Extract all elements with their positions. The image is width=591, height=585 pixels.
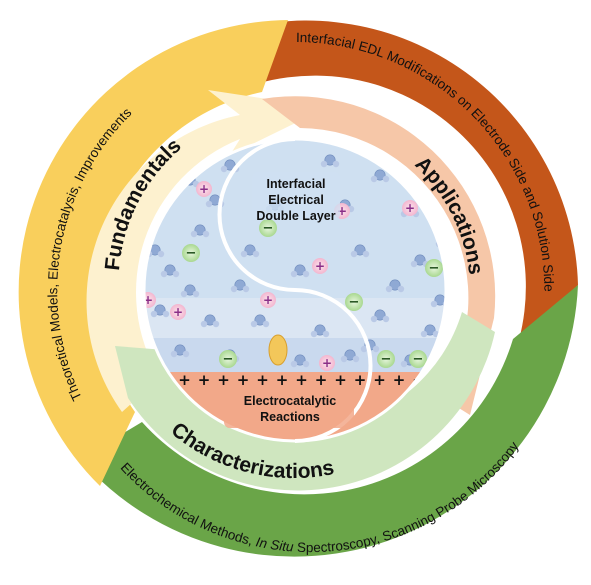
svg-text:−: − xyxy=(413,352,424,367)
water-molecule xyxy=(370,309,390,323)
cation: + xyxy=(402,200,418,216)
water-molecule xyxy=(170,344,190,358)
ion-layer: + + + + + + + + − − − − − − − xyxy=(143,181,443,371)
svg-text:+: + xyxy=(173,305,183,319)
water-molecule xyxy=(180,284,200,298)
svg-text:+: + xyxy=(263,293,273,307)
anion: − xyxy=(259,219,277,237)
svg-text:+: + xyxy=(143,293,153,307)
svg-text:+: + xyxy=(315,259,325,273)
svg-text:+: + xyxy=(322,356,332,370)
svg-text:−: − xyxy=(223,352,234,367)
center-disc: ++++++++−−−−−−− ++++++++++++++ xyxy=(142,137,448,443)
electrode-plus: + xyxy=(178,371,191,389)
water-molecule xyxy=(290,264,310,278)
svg-text:−: − xyxy=(429,261,440,276)
electrode-plus: + xyxy=(334,371,347,389)
water-molecule xyxy=(200,314,220,328)
anion: − xyxy=(425,259,443,277)
svg-text:−: − xyxy=(381,352,392,367)
water-molecule xyxy=(320,154,340,168)
water-molecule xyxy=(290,354,310,368)
reactions-label-line1: Electrocatalytic xyxy=(244,394,336,408)
electrode-plus: + xyxy=(198,371,211,389)
svg-text:−: − xyxy=(186,246,197,261)
water-molecule xyxy=(340,349,360,363)
water-molecule xyxy=(190,224,210,238)
svg-text:−: − xyxy=(349,295,360,310)
water-molecule xyxy=(385,279,405,293)
water-molecule xyxy=(240,244,260,258)
svg-text:+: + xyxy=(337,204,347,218)
water-molecule xyxy=(310,324,330,338)
adsorbate xyxy=(268,334,288,366)
cation: + xyxy=(312,258,328,274)
water-molecule xyxy=(420,324,440,338)
anion: − xyxy=(219,350,237,368)
water-molecule xyxy=(370,169,390,183)
reactions-label-line2: Reactions xyxy=(260,410,320,424)
electrode-plus: + xyxy=(315,371,328,389)
cation: + xyxy=(143,292,156,308)
water-molecule xyxy=(150,304,170,318)
svg-text:+: + xyxy=(405,201,415,215)
outer-ring-orange xyxy=(228,20,578,340)
svg-text:+: + xyxy=(199,182,209,196)
anion: − xyxy=(182,244,200,262)
cation: + xyxy=(196,181,212,197)
electrode-plus: + xyxy=(393,371,406,389)
electrode-plus: + xyxy=(354,371,367,389)
water-molecule xyxy=(350,244,370,258)
inner-arrow-fundamentals xyxy=(86,90,326,412)
outer-ring-green xyxy=(80,285,578,557)
edl-label-line2: Electrical xyxy=(268,193,324,207)
cation: + xyxy=(170,304,186,320)
edl-label-line1: Interfacial xyxy=(266,177,325,191)
outer-ring-yellow xyxy=(18,20,288,486)
anion: − xyxy=(345,293,363,311)
anion: − xyxy=(409,350,427,368)
cation: + xyxy=(260,292,276,308)
cation: + xyxy=(319,355,335,371)
water-molecule xyxy=(250,314,270,328)
center-divider xyxy=(217,137,373,443)
water-molecule xyxy=(230,279,250,293)
svg-text:−: − xyxy=(263,221,274,236)
edl-label-line3: Double Layer xyxy=(256,209,335,223)
inner-arrow-characterizations xyxy=(115,312,495,491)
green-label-italic: In Situ xyxy=(255,534,295,554)
electrode-plus: + xyxy=(217,371,230,389)
electrode-plus: + xyxy=(373,371,386,389)
water-molecule xyxy=(160,264,180,278)
anion: − xyxy=(377,350,395,368)
electrode-plus: + xyxy=(276,371,289,389)
electrode-plus: + xyxy=(256,371,269,389)
electrode-plus: + xyxy=(295,371,308,389)
electrode-plus: + xyxy=(237,371,250,389)
inner-arrow-applications xyxy=(262,96,496,415)
